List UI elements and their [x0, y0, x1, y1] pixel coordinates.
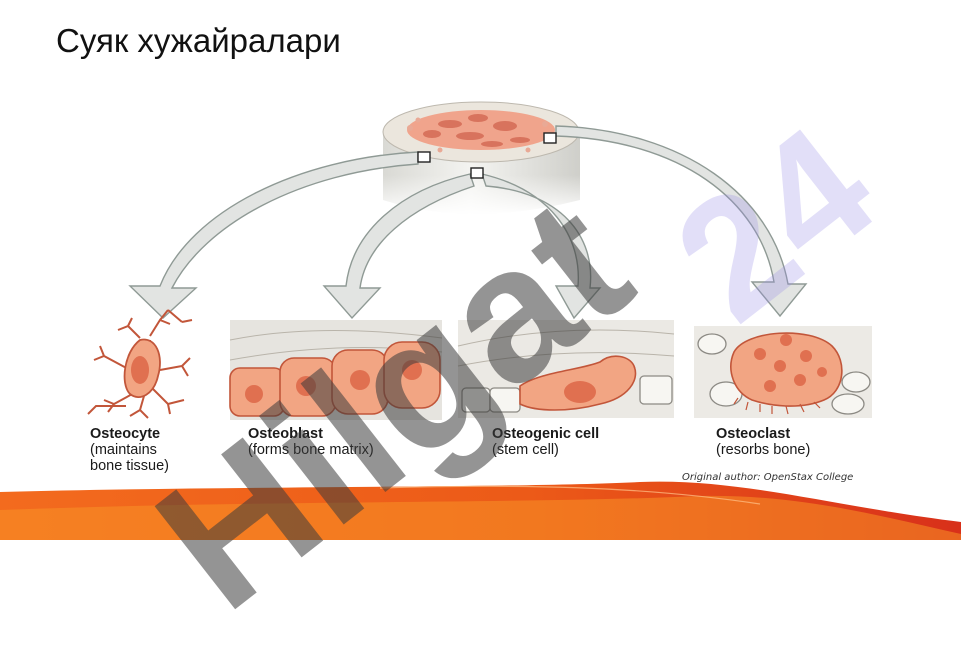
osteogenic-cell-name: Osteogenic cell [492, 426, 600, 442]
figure-credit: Original author: OpenStax College [682, 472, 854, 483]
sample-box-left [417, 151, 431, 163]
osteoblast-description: (forms bone matrix) [248, 442, 374, 458]
arrow-to-osteoblast [322, 173, 475, 320]
osteoclast-illustration [694, 326, 872, 418]
osteoclast-label: Osteoclast (resorbs bone) [716, 426, 810, 458]
osteocyte-name: Osteocyte [90, 426, 161, 442]
sample-box-right [543, 132, 557, 144]
osteoclast-description: (resorbs bone) [716, 442, 811, 458]
osteogenic-cell-illustration [457, 320, 675, 418]
bone-cells-figure [0, 101, 961, 540]
arrow-to-osteoclast [555, 125, 808, 318]
sample-box-center [470, 167, 484, 179]
osteocyte-illustration [87, 309, 193, 419]
osteocyte-nucleus [131, 356, 149, 384]
arrow-to-osteogenic-cell [480, 173, 602, 320]
osteoblast-label: Osteoblast (forms bone matrix) [248, 426, 374, 458]
osteocyte-description: (maintains bone tissue) [90, 442, 169, 474]
osteoclast-name: Osteoclast [716, 426, 791, 442]
osteogenic-cell-description: (stem cell) [492, 442, 559, 458]
bottom-decorative-band [0, 481, 961, 540]
slide-title: Суяк хужайралари [56, 22, 341, 59]
osteocyte-label: Osteocyte (maintains bone tissue) [90, 426, 169, 474]
arrow-to-osteocyte [128, 151, 419, 319]
osteoblast-illustration [229, 320, 443, 420]
osteogenic-cell-label: Osteogenic cell (stem cell) [492, 426, 599, 458]
osteoblast-name: Osteoblast [248, 426, 323, 442]
